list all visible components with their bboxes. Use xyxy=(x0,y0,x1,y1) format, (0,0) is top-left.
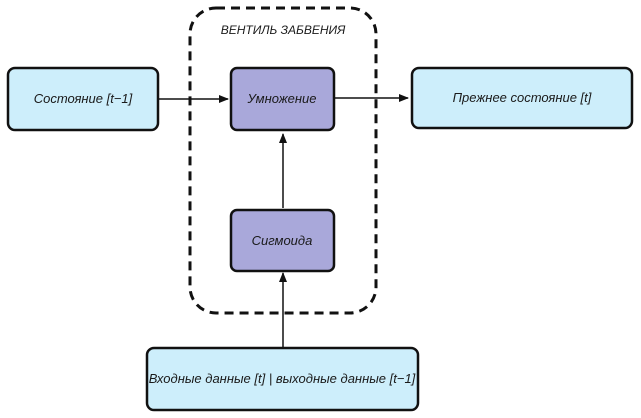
node-state-prev: Состояние [t−1] xyxy=(6,66,160,132)
node-input: Входные данные [t] | выходные данные [t−… xyxy=(145,346,420,412)
forget-gate-title: ВЕНТИЛЬ ЗАБВЕНИЯ xyxy=(221,23,346,37)
node-input-label: Входные данные [t] | выходные данные [t−… xyxy=(149,371,416,386)
forget-gate-boundary xyxy=(188,6,378,315)
node-sigmoid-label: Сигмоида xyxy=(252,233,313,248)
node-prev-state-out: Прежнее состояние [t] xyxy=(410,66,634,130)
node-prev-state-out-label: Прежнее состояние [t] xyxy=(453,90,592,105)
node-sigmoid: Сигмоида xyxy=(229,208,336,273)
node-multiply-label: Умножение xyxy=(247,91,317,106)
node-state-prev-label: Состояние [t−1] xyxy=(34,91,133,106)
node-multiply: Умножение xyxy=(229,66,336,132)
